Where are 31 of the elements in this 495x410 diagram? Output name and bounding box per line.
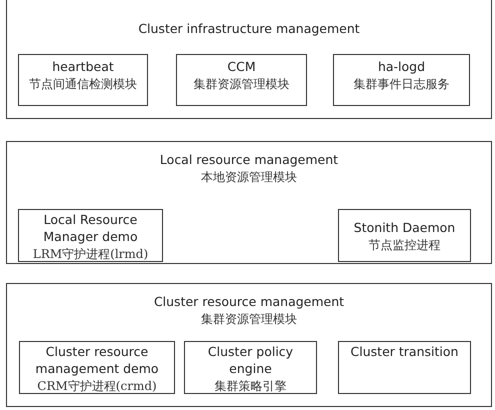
module-description: 集群策略引擎: [214, 378, 286, 394]
module-description: LRM守护进程(lrmd): [32, 246, 148, 262]
module-name: CCM: [227, 59, 256, 76]
module-name: ha-logd: [378, 59, 426, 76]
module-name: Cluster transition: [350, 344, 458, 361]
module-description: 节点监控进程: [368, 236, 440, 254]
module-box: [338, 209, 471, 262]
module-name: Stonith Daemon: [354, 220, 456, 237]
panel-title: Cluster resource management: [154, 294, 344, 311]
module-description: CRM守护进程(crmd): [37, 378, 157, 394]
module-box: [333, 54, 470, 106]
module-name: Local Resource Manager demo: [42, 212, 139, 246]
module-name: Cluster resource management demo: [34, 344, 160, 378]
module-box: [18, 54, 148, 106]
module-box: [176, 54, 307, 106]
module-name: Cluster policy engine: [206, 344, 294, 378]
panel-subtitle: 本地资源管理模块: [201, 168, 297, 186]
module-name: heartbeat: [52, 59, 114, 76]
panel-title: Cluster infrastructure management: [138, 21, 360, 38]
panel-title: Local resource management: [160, 152, 338, 169]
module-description: 节点间通信检测模块: [29, 76, 137, 92]
module-description: 集群资源管理模块: [194, 76, 290, 92]
module-box: [18, 209, 163, 262]
group-panel: [6, 141, 492, 264]
module-box: [19, 341, 175, 394]
group-panel: [6, 283, 492, 407]
module-description: 集群事件日志服务: [354, 76, 450, 92]
module-box: [184, 341, 317, 394]
module-box: [338, 341, 471, 394]
group-panel: [6, 0, 492, 119]
panel-subtitle: 集群资源管理模块: [201, 310, 297, 328]
